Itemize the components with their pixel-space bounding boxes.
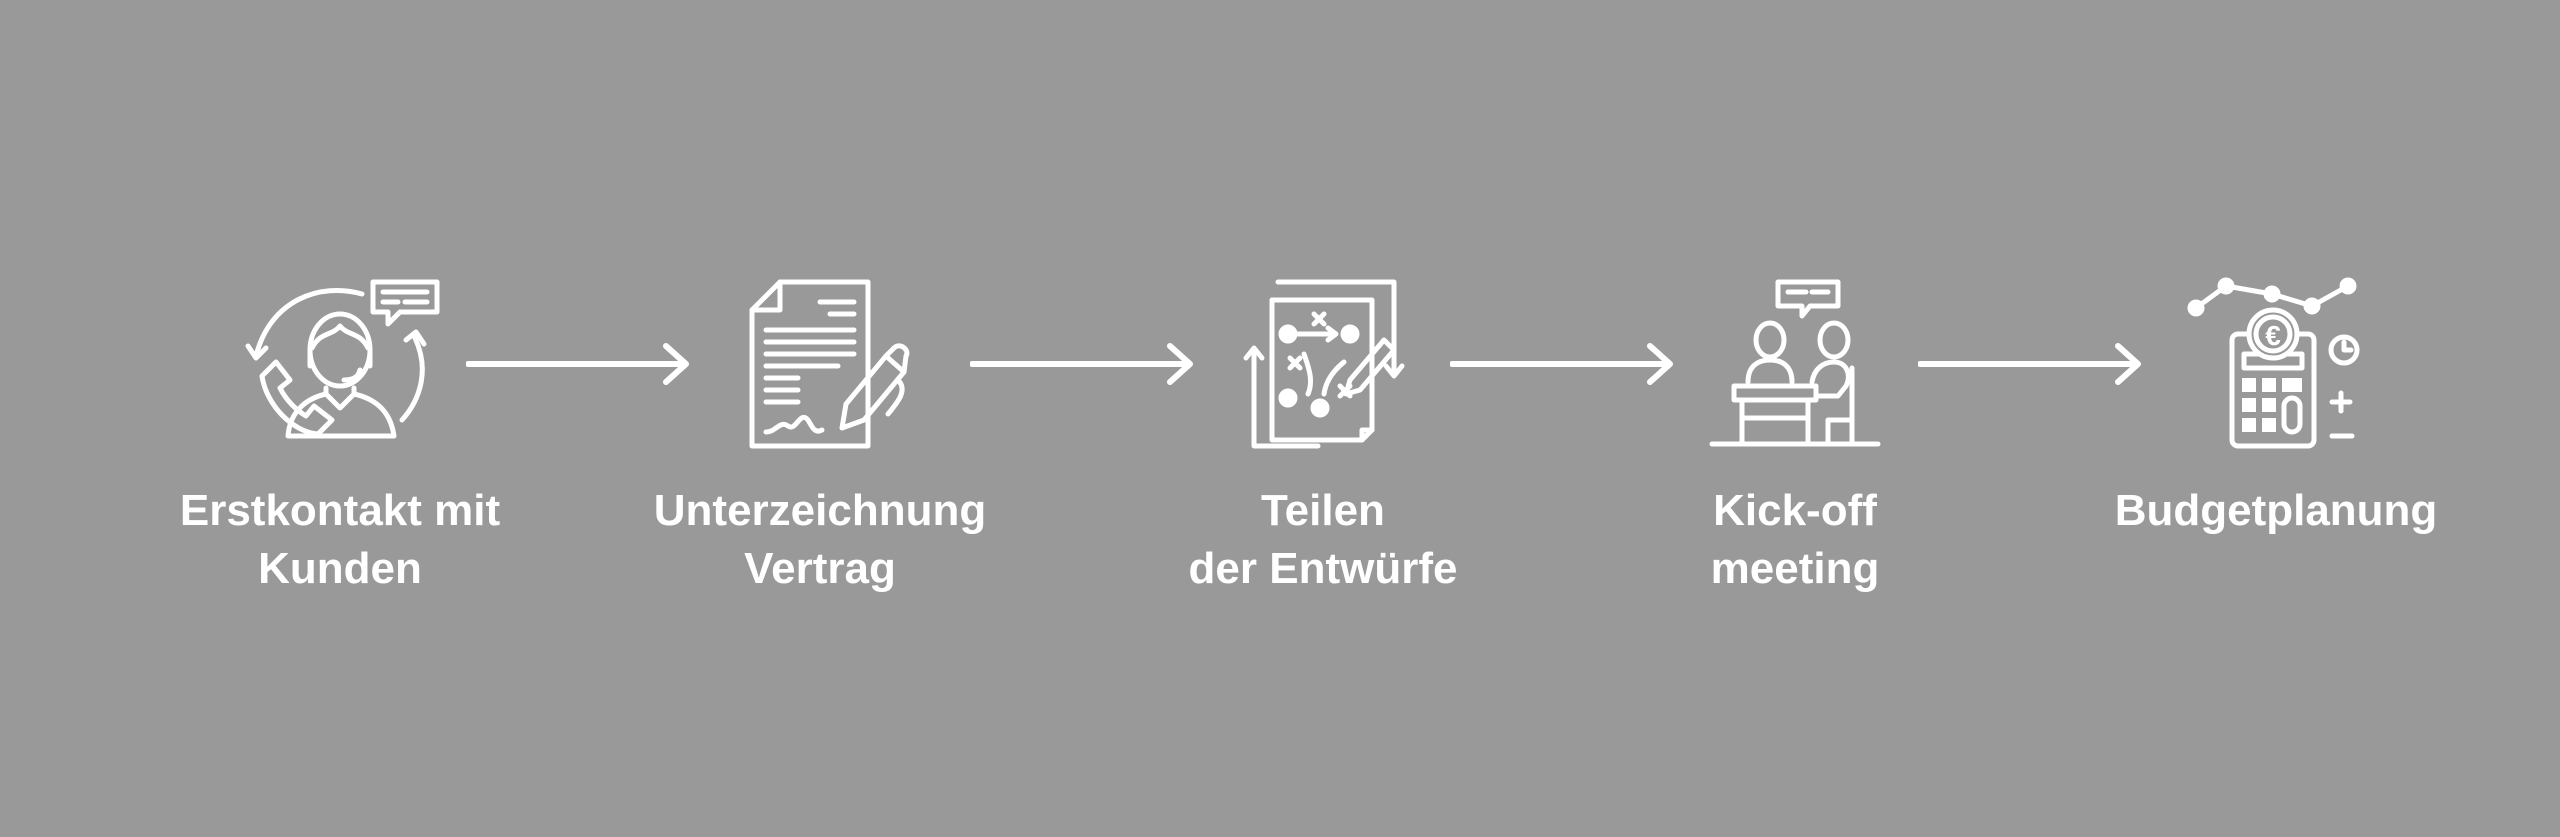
euro-sign: € — [2265, 320, 2281, 351]
step-label-4: Kick-off meeting — [1711, 482, 1880, 598]
step-label-2-line-2: Vertrag — [744, 544, 896, 593]
step-label-1-line-1: Erstkontakt mit — [179, 486, 501, 535]
step-label-3-line-2: der Entwürfe — [1188, 544, 1458, 593]
step-label-4-line-2: meeting — [1710, 544, 1880, 593]
step-label-5: Budgetplanung — [2115, 482, 2438, 540]
step-label-4-line-1: Kick-off — [1713, 486, 1877, 535]
flow-arrow-1 — [466, 343, 689, 385]
step-label-1: Erstkontakt mit Kunden — [180, 482, 500, 598]
customer-call-icon — [240, 270, 450, 470]
step-label-3-line-1: Teilen — [1261, 486, 1385, 535]
flow-arrow-2 — [970, 343, 1193, 385]
step-label-1-line-2: Kunden — [258, 544, 422, 593]
meeting-icon — [1706, 270, 1886, 460]
step-label-3: Teilen der Entwürfe — [1189, 482, 1458, 598]
step-label-2-line-1: Unterzeichnung — [653, 486, 987, 535]
flow-arrow-3 — [1450, 343, 1673, 385]
strategy-plan-icon — [1238, 270, 1408, 460]
step-label-2: Unterzeichnung Vertrag — [654, 482, 986, 598]
contract-signing-icon — [738, 270, 928, 470]
flow-arrow-4 — [1918, 343, 2141, 385]
budget-calculator-icon: € — [2184, 270, 2374, 460]
step-label-5-line-1: Budgetplanung — [2114, 486, 2438, 535]
